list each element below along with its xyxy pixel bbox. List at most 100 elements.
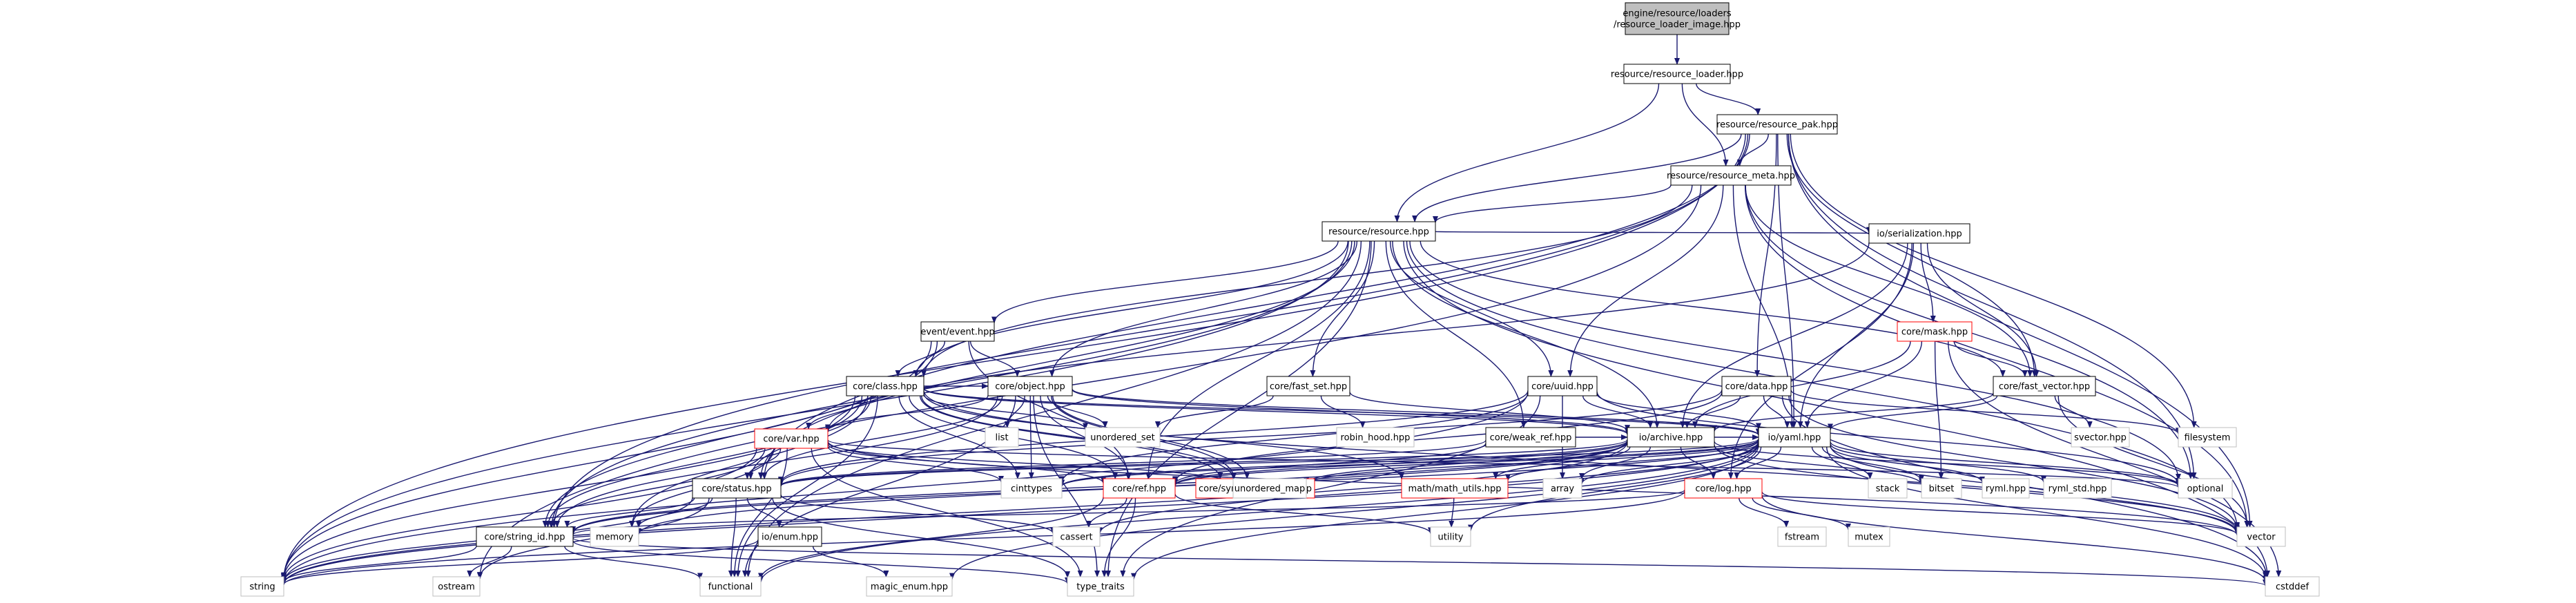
- node-box-archive: [1627, 427, 1715, 448]
- edge-object-to-var: [825, 395, 989, 432]
- edge-yaml-to-vector: [1830, 445, 2240, 533]
- node-box-var: [754, 428, 829, 449]
- node-label-ryml: ryml.hpp: [1986, 484, 2026, 495]
- node-enum[interactable]: io/enum.hpp: [757, 526, 822, 547]
- node-weakref[interactable]: core/weak_ref.hpp: [1485, 427, 1576, 448]
- node-box-ostream: [432, 576, 481, 597]
- edge-fastvec-to-archive: [1712, 392, 1994, 432]
- node-mathu[interactable]: math/math_utils.hpp: [1401, 478, 1509, 499]
- node-label-filesystem: filesystem: [2185, 433, 2231, 443]
- node-status[interactable]: core/status.hpp: [692, 478, 782, 499]
- node-box-meta: [1670, 165, 1792, 186]
- edge-object-to-status: [762, 395, 1003, 479]
- edge-var-to-vector: [827, 441, 2240, 536]
- edge-var-to-functional: [731, 448, 788, 577]
- node-sid[interactable]: core/string_id.hpp: [476, 526, 574, 547]
- edge-object-to-archive: [1072, 389, 1630, 434]
- node-class[interactable]: core/class.hpp: [846, 376, 924, 396]
- edge-res-to-string: [281, 240, 1349, 581]
- node-box-uuid: [1527, 376, 1598, 396]
- node-box-cinttypes: [1000, 478, 1063, 499]
- node-meta[interactable]: resource/resource_meta.hpp: [1667, 165, 1795, 186]
- edge-fastset-to-archive: [1349, 392, 1630, 432]
- edge-enum-to-string: [281, 539, 759, 586]
- node-mask[interactable]: core/mask.hpp: [1897, 321, 1973, 342]
- edge-object-to-sid: [554, 395, 998, 528]
- node-optional: optional: [2178, 478, 2233, 499]
- node-label-stack: stack: [1876, 484, 1900, 495]
- node-label-cstddef: cstddef: [2276, 582, 2309, 593]
- edge-ref-to-typetraits: [1101, 497, 1136, 577]
- node-yaml[interactable]: io/yaml.hpp: [1758, 427, 1831, 448]
- edge-status-to-typetraits: [772, 497, 1070, 579]
- edge-pak-to-status: [762, 133, 1750, 479]
- node-filesystem: filesystem: [2178, 427, 2237, 448]
- edge-object-to-yaml: [1072, 388, 1761, 436]
- node-serial[interactable]: io/serialization.hpp: [1868, 223, 1970, 244]
- node-ref[interactable]: core/ref.hpp: [1103, 478, 1176, 499]
- node-root[interactable]: engine/resource/loaders/resource_loader_…: [1614, 2, 1741, 35]
- node-cinttypes: cinttypes: [1000, 478, 1063, 499]
- node-utility: utility: [1430, 526, 1471, 547]
- edge-serial-to-log: [1727, 242, 1912, 479]
- node-fastvec[interactable]: core/fast_vector.hpp: [1993, 376, 2096, 396]
- edge-pak-to-meta: [1736, 133, 1769, 166]
- edge-res-to-cstddef: [1403, 240, 2270, 577]
- node-box-memory: [590, 526, 639, 547]
- edge-class-to-archive: [923, 387, 1630, 435]
- node-label-utility: utility: [1438, 533, 1464, 543]
- node-memory: memory: [590, 526, 639, 547]
- edge-archive-to-bitset: [1714, 445, 1924, 486]
- node-label-vector: vector: [2247, 533, 2276, 543]
- edge-status-to-memory: [636, 497, 713, 528]
- node-label-status: core/status.hpp: [701, 484, 771, 495]
- node-label-class: core/class.hpp: [853, 382, 918, 392]
- node-robin: robin_hood.hpp: [1336, 427, 1415, 448]
- node-box-weakref: [1485, 427, 1576, 448]
- node-uuid[interactable]: core/uuid.hpp: [1527, 376, 1598, 396]
- node-loader[interactable]: resource/resource_loader.hpp: [1611, 64, 1743, 84]
- node-label-typetraits: type_traits: [1076, 582, 1125, 593]
- node-label-log: core/log.hpp: [1695, 484, 1751, 495]
- edge-enum-to-magic: [812, 546, 889, 577]
- edge-res-to-vector: [1406, 240, 2240, 529]
- edge-serial-to-archive: [1680, 242, 1908, 428]
- edge-yaml-to-utility: [1468, 446, 1762, 532]
- edge-status-to-sid: [564, 497, 695, 528]
- edge-sid-to-cstddef: [572, 537, 2268, 586]
- edge-log-to-string: [281, 490, 1685, 586]
- edge-pak-to-sid: [551, 133, 1749, 528]
- edge-loader-to-res: [1394, 83, 1660, 222]
- node-label-loader: resource/resource_loader.hpp: [1611, 70, 1743, 80]
- node-string: string: [240, 576, 284, 597]
- node-box-fstream: [1777, 526, 1827, 547]
- node-magic: magic_enum.hpp: [866, 576, 953, 597]
- edge-uuid-to-string: [281, 391, 1529, 584]
- node-label-magic: magic_enum.hpp: [871, 582, 948, 593]
- node-label-serial: io/serialization.hpp: [1877, 229, 1962, 240]
- node-res[interactable]: resource/resource.hpp: [1321, 221, 1436, 242]
- node-label-weakref: core/weak_ref.hpp: [1490, 433, 1572, 443]
- node-label-fastset: core/fast_set.hpp: [1270, 382, 1347, 392]
- node-rymlstd: ryml_std.hpp: [2043, 478, 2112, 499]
- edge-data-to-archive: [1684, 395, 1741, 428]
- node-label-uset: unordered_set: [1090, 433, 1154, 443]
- edge-class-to-uset: [923, 394, 1088, 430]
- node-pak[interactable]: resource/resource_pak.hpp: [1716, 114, 1838, 135]
- node-box-data: [1721, 376, 1792, 396]
- node-log[interactable]: core/log.hpp: [1684, 478, 1763, 499]
- node-vector: vector: [2236, 526, 2286, 547]
- node-fastset[interactable]: core/fast_set.hpp: [1266, 376, 1350, 396]
- node-label-rymlstd: ryml_std.hpp: [2049, 484, 2107, 495]
- node-label-meta: resource/resource_meta.hpp: [1667, 171, 1795, 182]
- node-var[interactable]: core/var.hpp: [754, 428, 829, 449]
- edge-log-to-cstddef: [1761, 495, 2268, 583]
- edge-var-to-cinttypes: [827, 446, 1004, 483]
- node-data[interactable]: core/data.hpp: [1721, 376, 1792, 396]
- node-umap: unordered_map: [1232, 478, 1307, 499]
- node-object[interactable]: core/object.hpp: [987, 376, 1073, 396]
- node-archive[interactable]: io/archive.hpp: [1627, 427, 1715, 448]
- edge-yaml-to-bitset: [1821, 446, 1924, 482]
- edge-loader-to-meta: [1681, 83, 1729, 166]
- node-event[interactable]: event/event.hpp: [920, 321, 995, 342]
